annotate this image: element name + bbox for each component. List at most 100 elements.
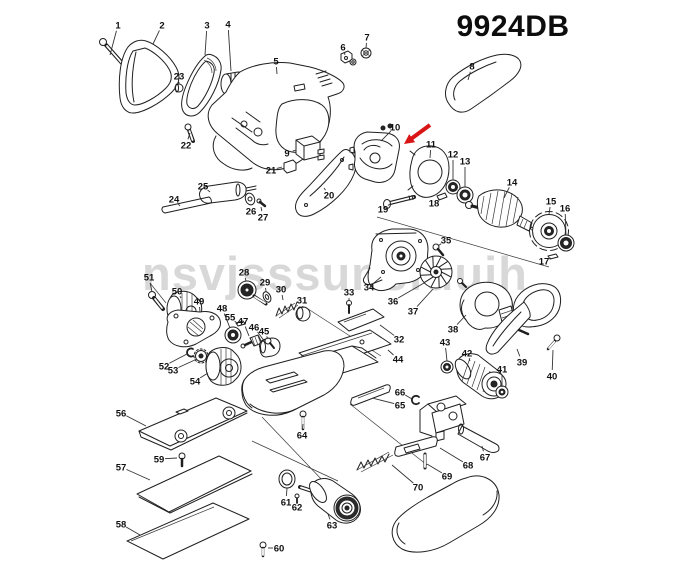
part-label-17: 17 <box>539 257 550 268</box>
part-ring-41 <box>495 385 509 399</box>
part-label-7: 7 <box>364 33 369 44</box>
part-screw-59 <box>178 452 186 468</box>
part-screw-27 <box>256 198 267 208</box>
part-label-23: 23 <box>174 72 185 83</box>
leader-line-61 <box>285 487 288 497</box>
part-bar-65 <box>350 384 391 406</box>
part-tension-bracket <box>419 395 467 442</box>
part-label-68: 68 <box>463 461 474 472</box>
part-label-1: 1 <box>115 21 121 32</box>
part-shaft-25 <box>199 181 257 204</box>
part-label-25: 25 <box>198 182 209 193</box>
part-label-9: 9 <box>284 149 289 160</box>
part-screw-22 <box>184 123 195 143</box>
model-number-title: 9924DB <box>456 10 570 43</box>
leader-line-46 <box>257 331 266 343</box>
part-front-grip-39 <box>485 283 562 355</box>
part-label-44: 44 <box>393 355 404 366</box>
part-fan-housing-34 <box>363 228 429 292</box>
part-spring-30 <box>275 301 299 319</box>
leader-line-30 <box>281 294 284 301</box>
leader-line-35 <box>437 243 442 247</box>
leader-line-20 <box>323 187 326 191</box>
leader-line-28 <box>244 277 247 282</box>
part-label-18: 18 <box>429 199 440 210</box>
part-side-cover-2 <box>118 39 180 114</box>
part-label-34: 34 <box>364 283 375 294</box>
leader-line-38 <box>456 314 467 325</box>
leader-line-45 <box>266 336 269 340</box>
part-label-24: 24 <box>169 195 180 206</box>
part-plate-58 <box>126 502 250 560</box>
part-label-58: 58 <box>116 520 127 531</box>
part-label-65: 65 <box>395 401 406 412</box>
part-key-55 <box>235 320 246 327</box>
part-label-46: 46 <box>249 323 260 334</box>
leader-line-47 <box>244 326 250 337</box>
leader-line-57 <box>126 469 151 481</box>
part-label-16: 16 <box>560 204 571 215</box>
leader-line-5 <box>276 66 278 75</box>
part-label-26: 26 <box>246 207 257 218</box>
part-label-45: 45 <box>259 327 270 338</box>
part-label-51: 51 <box>144 273 155 284</box>
part-label-10: 10 <box>390 123 401 134</box>
part-label-54: 54 <box>190 377 201 388</box>
part-label-35: 35 <box>441 236 452 247</box>
part-label-63: 63 <box>327 521 338 532</box>
part-nut-7 <box>360 47 372 59</box>
leader-line-19 <box>387 203 391 206</box>
part-label-56: 56 <box>116 409 127 420</box>
part-bearing-48 <box>224 326 242 344</box>
part-label-32: 32 <box>394 335 405 346</box>
part-label-48: 48 <box>217 304 228 315</box>
part-label-22: 22 <box>181 141 192 152</box>
part-bearing-12 <box>445 179 461 195</box>
part-fan-36-37 <box>419 255 467 289</box>
part-label-15: 15 <box>546 197 557 208</box>
part-label-50: 50 <box>172 287 183 298</box>
part-plate-56 <box>138 397 248 451</box>
part-label-31: 31 <box>297 296 308 307</box>
leader-line-32 <box>379 324 395 336</box>
part-label-61: 61 <box>281 498 292 509</box>
part-sleeve-46 <box>258 337 281 358</box>
leader-line-63 <box>327 513 331 520</box>
part-label-21: 21 <box>266 166 277 177</box>
part-clip-66 <box>410 394 420 406</box>
leader-line-69 <box>426 463 443 474</box>
red-pointer-arrow <box>404 123 432 144</box>
part-rod-67 <box>457 423 500 453</box>
part-rod-24 <box>161 196 212 214</box>
part-label-12: 12 <box>448 150 459 161</box>
part-label-57: 57 <box>116 463 127 474</box>
leader-line-25 <box>207 189 211 193</box>
part-label-40: 40 <box>547 372 558 383</box>
leader-line-48 <box>223 313 231 329</box>
part-label-64: 64 <box>297 431 308 442</box>
part-label-13: 13 <box>460 157 471 168</box>
part-bearing-13 <box>456 186 474 204</box>
leader-line-27 <box>260 206 263 212</box>
part-bearing-16 <box>557 234 575 252</box>
leader-line-58 <box>125 526 141 536</box>
leader-line-39 <box>516 348 521 357</box>
part-label-28: 28 <box>239 268 250 279</box>
part-screw-40 <box>546 334 561 351</box>
part-bracket-plate-49 <box>166 309 221 348</box>
leader-line-66 <box>404 394 413 400</box>
part-bolt-19 <box>383 195 416 209</box>
leader-line-42 <box>468 358 471 362</box>
part-knob-28 <box>237 280 268 306</box>
leader-line-34 <box>373 276 382 284</box>
part-washer-29 <box>262 291 272 303</box>
part-plate-32 <box>337 308 385 332</box>
leader-line-51 <box>149 282 153 293</box>
part-field-stator-10 <box>348 123 400 183</box>
part-label-41: 41 <box>497 365 508 376</box>
part-label-4: 4 <box>225 20 231 31</box>
leader-line-17 <box>549 257 552 260</box>
leader-line-56 <box>126 415 147 427</box>
part-label-36: 36 <box>388 297 399 308</box>
part-gear-pulley-54 <box>205 347 242 386</box>
